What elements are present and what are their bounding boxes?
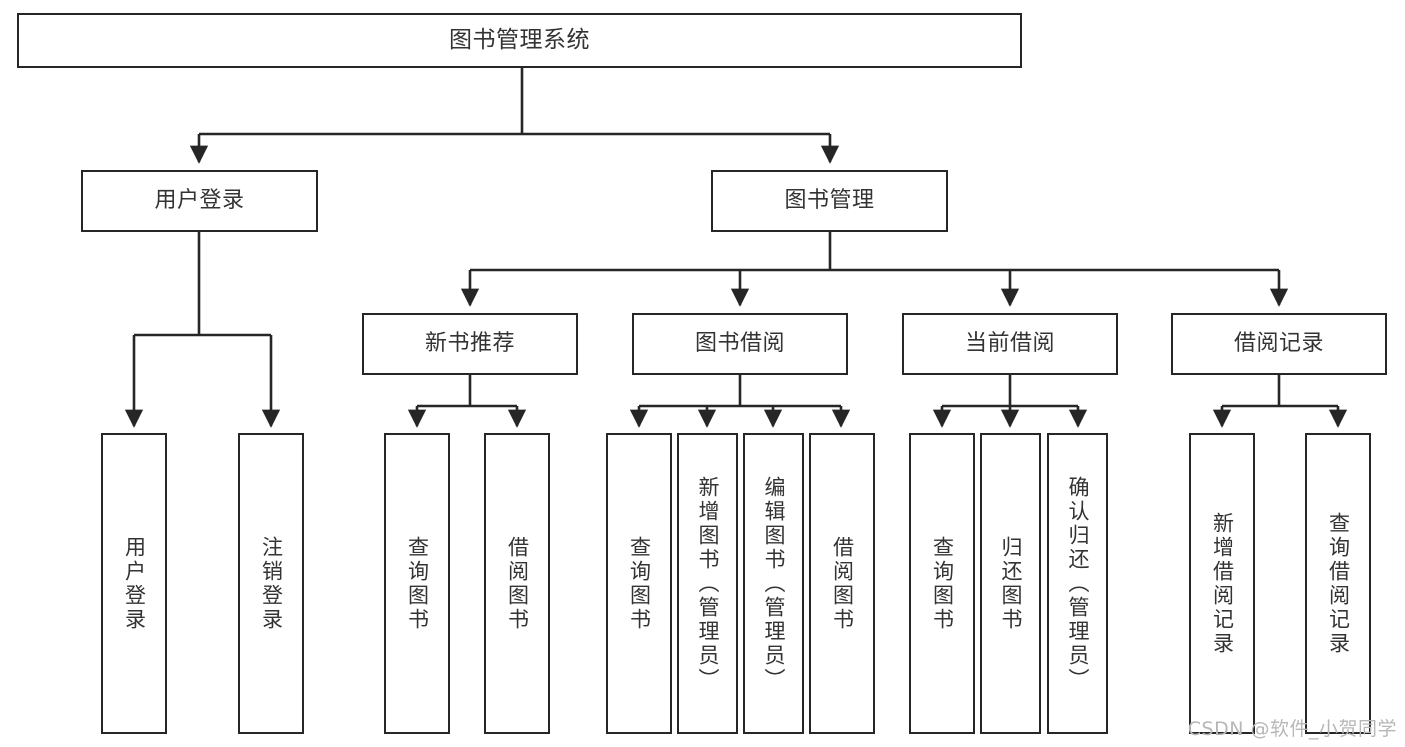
node-book-borrow[interactable]: 图书借阅 xyxy=(632,313,848,375)
node-label: 查询借阅记录 xyxy=(1326,511,1351,656)
node-leaf-edit-book[interactable]: 编辑图书（管理员） xyxy=(743,433,804,734)
node-book-management[interactable]: 图书管理 xyxy=(711,170,948,232)
node-leaf-query-book-2[interactable]: 查询图书 xyxy=(606,433,672,734)
node-label: 新增借阅记录 xyxy=(1210,511,1235,656)
node-root-system[interactable]: 图书管理系统 xyxy=(17,13,1022,68)
node-leaf-add-book[interactable]: 新增图书（管理员） xyxy=(677,433,738,734)
node-current-borrow[interactable]: 当前借阅 xyxy=(902,313,1118,375)
node-leaf-query-book-3[interactable]: 查询图书 xyxy=(909,433,975,734)
node-label: 图书管理系统 xyxy=(449,26,590,53)
node-leaf-add-record[interactable]: 新增借阅记录 xyxy=(1189,433,1255,734)
node-label: 注销登录 xyxy=(259,535,284,632)
node-label: 图书管理 xyxy=(784,187,875,213)
node-label: 查询图书 xyxy=(930,535,955,632)
node-label: 查询图书 xyxy=(627,535,652,632)
node-label: 借阅图书 xyxy=(830,535,855,632)
node-leaf-query-record[interactable]: 查询借阅记录 xyxy=(1305,433,1371,734)
node-new-book-recommend[interactable]: 新书推荐 xyxy=(362,313,578,375)
node-label: 确认归还（管理员） xyxy=(1066,475,1090,692)
node-label: 当前借阅 xyxy=(964,330,1055,356)
node-label: 图书借阅 xyxy=(694,330,785,356)
node-label: 查询图书 xyxy=(405,535,430,632)
node-user-login[interactable]: 用户登录 xyxy=(81,170,318,232)
node-leaf-query-book-1[interactable]: 查询图书 xyxy=(384,433,450,734)
node-label: 归还图书 xyxy=(999,535,1023,632)
node-leaf-return-book[interactable]: 归还图书 xyxy=(980,433,1041,734)
node-label: 用户登录 xyxy=(154,187,245,213)
node-label: 借阅图书 xyxy=(505,535,530,632)
csdn-watermark: CSDN @软件_小贺同学 xyxy=(1187,718,1397,740)
node-leaf-user-login[interactable]: 用户登录 xyxy=(101,433,167,734)
node-label: 新增图书（管理员） xyxy=(696,475,720,692)
node-borrow-record[interactable]: 借阅记录 xyxy=(1171,313,1387,375)
node-label: 编辑图书（管理员） xyxy=(762,475,786,692)
node-leaf-logout-login[interactable]: 注销登录 xyxy=(238,433,304,734)
node-label: 借阅记录 xyxy=(1233,330,1324,356)
node-label: 用户登录 xyxy=(122,535,147,632)
node-leaf-confirm-return[interactable]: 确认归还（管理员） xyxy=(1047,433,1108,734)
node-leaf-borrow-book-1[interactable]: 借阅图书 xyxy=(484,433,550,734)
node-leaf-borrow-book-2[interactable]: 借阅图书 xyxy=(809,433,875,734)
node-label: 新书推荐 xyxy=(424,330,515,356)
